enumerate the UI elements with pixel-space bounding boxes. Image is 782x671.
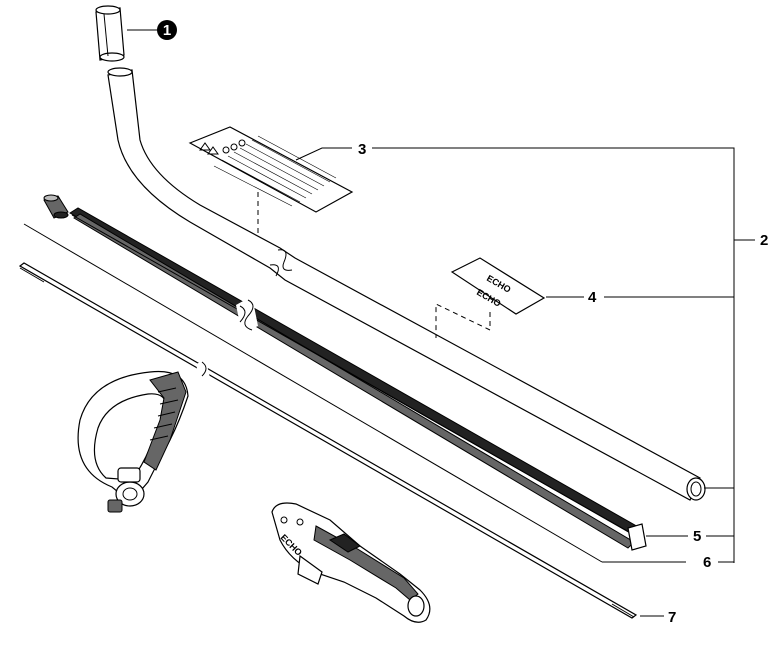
callout-6-label: 6 <box>703 554 711 571</box>
callout-2-label: 2 <box>760 232 768 249</box>
callout-1-label: 1 <box>163 22 171 39</box>
handle-grip-ribs <box>149 387 179 441</box>
callout-5-label: 5 <box>693 528 701 545</box>
part-bushing <box>43 194 69 219</box>
part-echo-decal: ECHO ECHO <box>450 257 546 315</box>
callout-7-label: 7 <box>668 609 676 626</box>
part-warning-decal <box>188 126 354 213</box>
part-coupler-sleeve <box>95 5 125 62</box>
decal-warning-icons <box>199 139 246 155</box>
part-drive-shaft <box>18 262 638 619</box>
part-drive-tube <box>107 67 706 501</box>
callout-4-label: 4 <box>588 289 597 306</box>
part-throttle-handle: ECHO <box>271 502 431 623</box>
callout-1-badge: 1 <box>157 20 177 40</box>
part-liner <box>69 207 647 551</box>
decal-text-lines <box>213 135 337 207</box>
handle-clamp <box>107 467 145 513</box>
callout-3-label: 3 <box>358 141 366 158</box>
part-loop-handle <box>77 370 189 513</box>
